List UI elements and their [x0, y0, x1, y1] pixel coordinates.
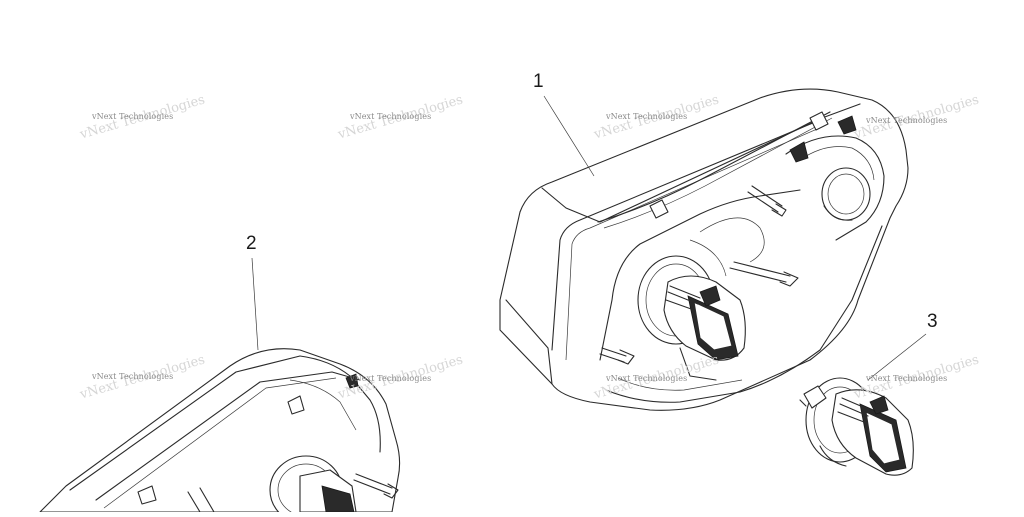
- callout-label-2: 2: [246, 233, 257, 254]
- callout-label-3: 3: [927, 311, 938, 332]
- watermark-text: vNext Technologies: [92, 112, 174, 121]
- watermark-text: vNext Technologies: [606, 112, 688, 121]
- watermark-text: vNext Technologies: [350, 374, 432, 383]
- watermark-text: vNext Technologies: [606, 374, 688, 383]
- watermark-text: vNext Technologies: [866, 116, 948, 125]
- part-3-bulb-socket: [799, 377, 914, 476]
- watermark-text: vNext Technologies: [866, 374, 948, 383]
- leader-line-1: [543, 95, 595, 177]
- leader-line-2: [251, 257, 259, 351]
- part-1-lamp-housing: [499, 88, 909, 411]
- watermark-text: vNext Technologies: [350, 112, 432, 121]
- watermark-text: vNext Technologies: [92, 372, 174, 381]
- leader-line-3: [867, 333, 927, 381]
- callout-label-1: 1: [533, 71, 544, 92]
- callout-leaders: [251, 95, 927, 381]
